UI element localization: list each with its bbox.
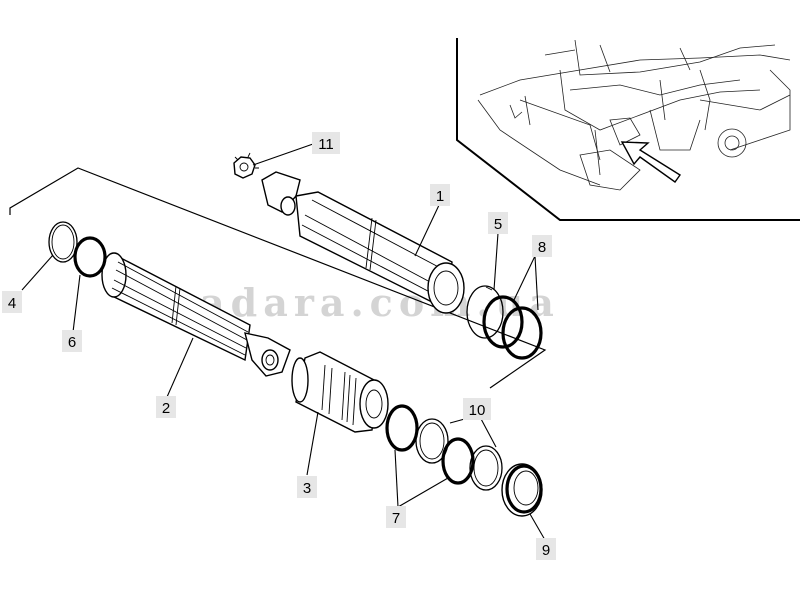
part-9-gland-nut	[501, 463, 543, 517]
inset-machine-sketch	[477, 39, 791, 191]
watermark: adara.com.ua	[200, 280, 560, 325]
inset-arrow-icon	[620, 141, 682, 183]
callout-9: 9	[536, 538, 556, 560]
assembly-bracket	[9, 167, 547, 389]
part-5-retaining-ring	[466, 285, 504, 339]
svg-text:4: 4	[8, 295, 16, 312]
svg-text:6: 6	[68, 334, 76, 351]
callout-5: 5	[488, 212, 508, 234]
svg-text:8: 8	[538, 239, 546, 256]
svg-text:5: 5	[494, 216, 502, 233]
part-11-grease-fitting	[233, 152, 259, 179]
svg-text:2: 2	[162, 400, 170, 417]
svg-text:1: 1	[436, 188, 444, 205]
inset-frame	[456, 38, 800, 221]
callout-6: 6	[62, 330, 82, 352]
svg-text:9: 9	[542, 542, 550, 559]
part-3-piston	[291, 351, 389, 433]
callout-2: 2	[156, 396, 176, 418]
svg-text:7: 7	[392, 510, 400, 527]
part-8-seal-rings	[482, 295, 543, 360]
part-4-retaining-ring	[48, 221, 78, 263]
svg-text:11: 11	[318, 136, 334, 153]
part-10-backup-rings	[415, 418, 503, 491]
part-1-cylinder-barrel	[261, 171, 465, 314]
callout-10: 10	[463, 398, 491, 420]
callout-11: 11	[312, 132, 340, 154]
callout-4: 4	[2, 291, 22, 313]
callout-7: 7	[386, 506, 406, 528]
callout-3: 3	[297, 476, 317, 498]
part-2-piston-rod	[101, 252, 291, 377]
svg-text:10: 10	[469, 402, 486, 419]
svg-text:3: 3	[303, 480, 311, 497]
callout-8: 8	[532, 235, 552, 257]
part-6-seal-ring	[73, 236, 107, 278]
machine-location-inset	[456, 38, 800, 221]
callout-1: 1	[430, 184, 450, 206]
leader-lines	[21, 143, 546, 541]
part-7-o-rings	[385, 404, 475, 485]
